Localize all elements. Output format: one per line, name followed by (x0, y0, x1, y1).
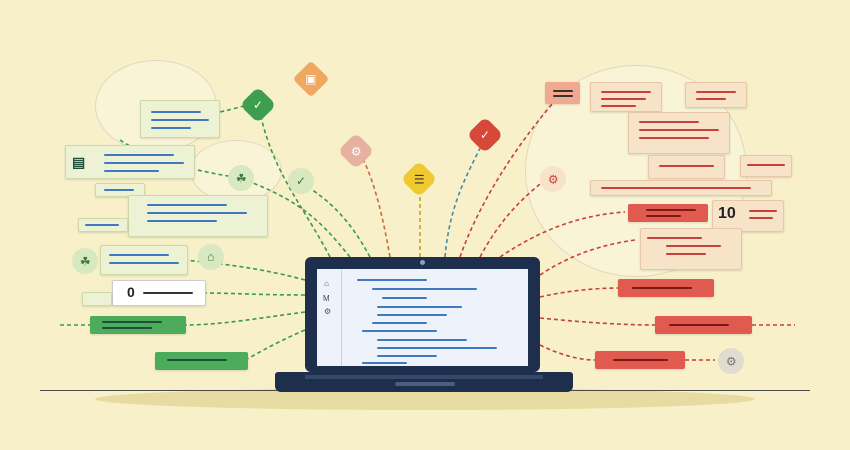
laptop-keyboard-base (275, 372, 573, 392)
report-card (628, 112, 730, 154)
alert-card (618, 279, 714, 297)
status-card (155, 352, 248, 370)
value-label: 0 (127, 284, 135, 300)
info-card: ▤ (65, 145, 195, 179)
report-card (685, 82, 747, 108)
value-card: 0 (112, 280, 206, 306)
document-icon: ▤ (72, 154, 86, 170)
code-editor: ⌂ M ⚙ (317, 269, 528, 366)
status-card (90, 316, 186, 334)
gear-icon: ⚙ (324, 307, 332, 316)
report-card (590, 82, 662, 112)
counter-card: 10 (712, 200, 784, 232)
tag-card (95, 183, 145, 197)
alert-card (595, 351, 685, 369)
report-card (740, 155, 792, 177)
report-card (640, 228, 742, 270)
info-card (100, 245, 188, 275)
editor-sidebar: ⌂ M ⚙ (317, 269, 342, 366)
home-icon: ⌂ (324, 279, 329, 288)
laptop-screen: ⌂ M ⚙ (305, 257, 540, 372)
alert-card (628, 204, 708, 222)
report-card (648, 155, 725, 179)
tag-card (82, 292, 112, 306)
alert-card (655, 316, 752, 334)
document-icon (545, 82, 580, 104)
counter-value: 10 (718, 205, 736, 222)
mail-icon: M (323, 294, 330, 303)
tag-card (78, 218, 128, 232)
report-card (590, 180, 772, 196)
trackpad (395, 382, 455, 386)
ground-shadow (95, 388, 755, 410)
webcam (420, 260, 425, 265)
info-card (140, 100, 220, 138)
info-card (128, 195, 268, 237)
